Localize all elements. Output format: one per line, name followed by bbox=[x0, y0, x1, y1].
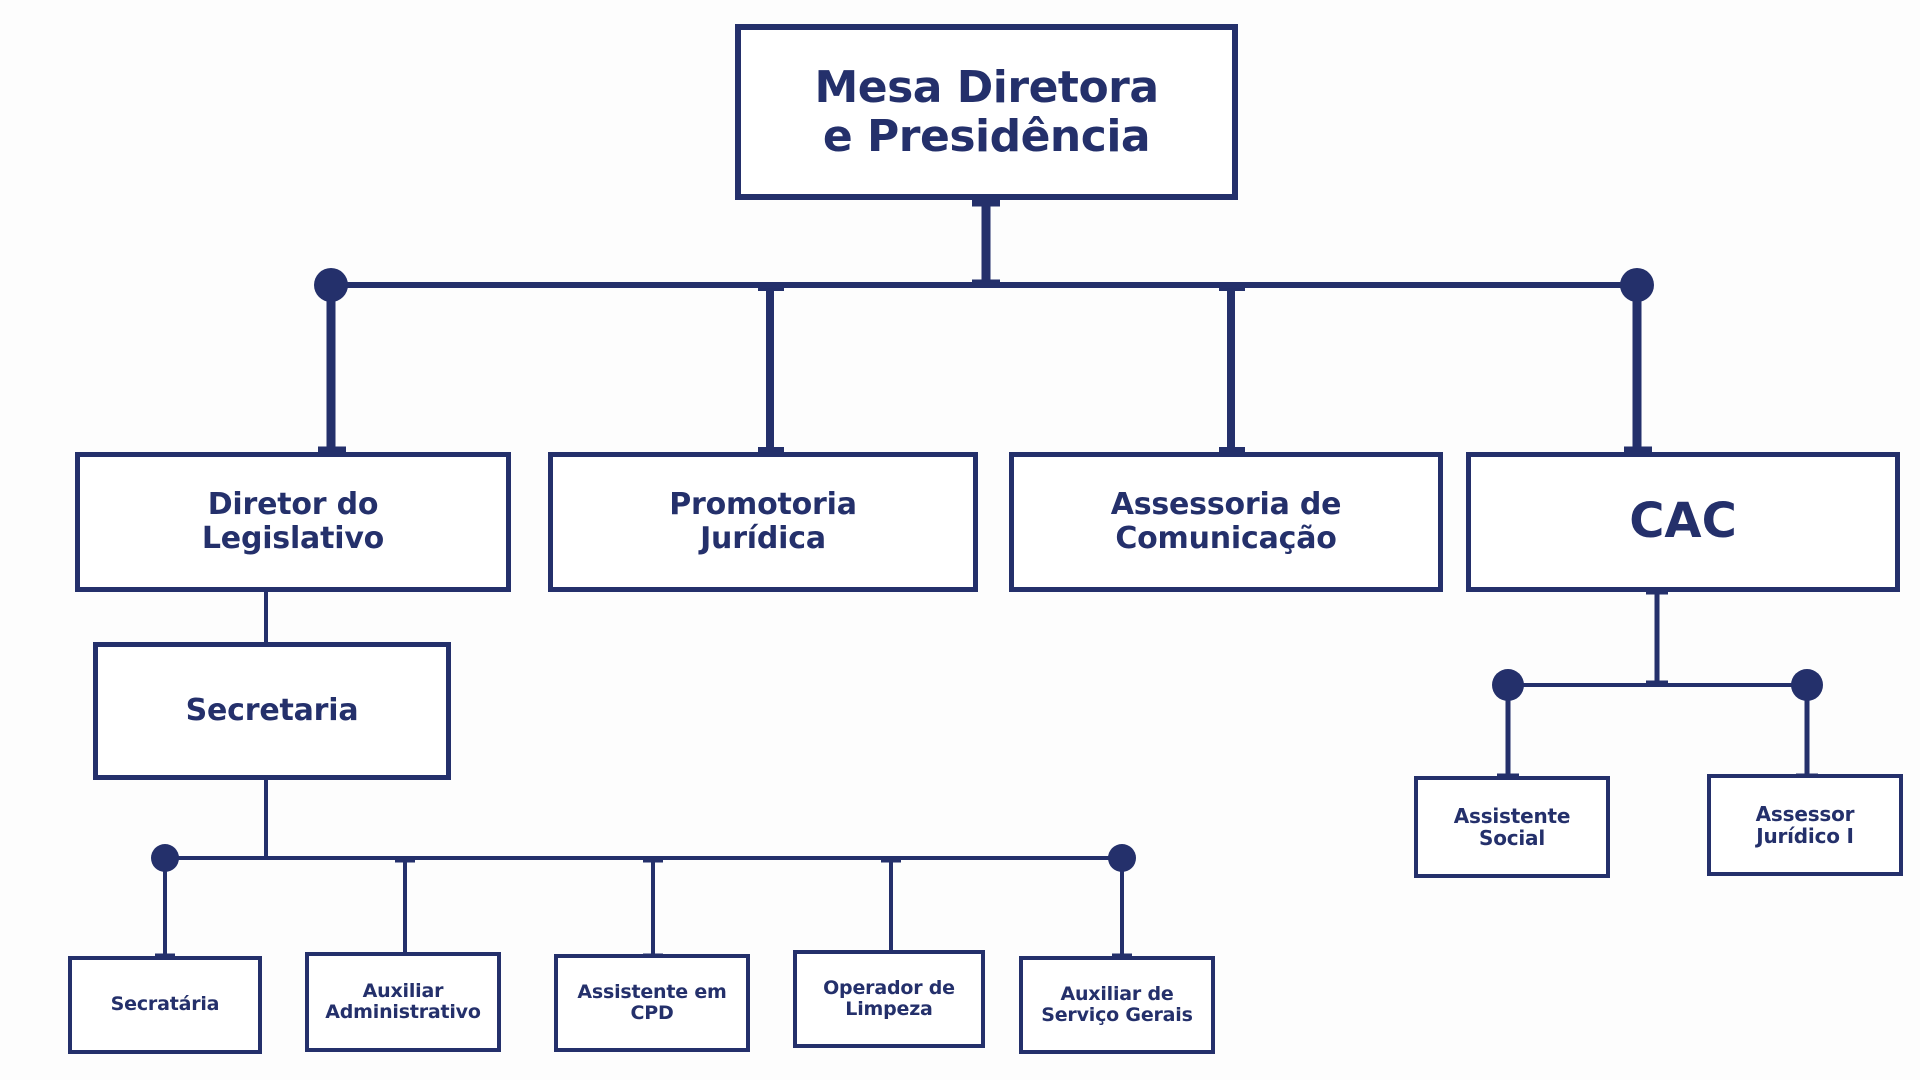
connector-dot-cac-left bbox=[1492, 669, 1524, 701]
node-cac[interactable]: CAC bbox=[1466, 452, 1900, 592]
node-assessoria-de-comunicacao[interactable]: Assessoria de Comunicação bbox=[1009, 452, 1443, 592]
node-secretaria[interactable]: Secretaria bbox=[93, 642, 451, 780]
node-assessor-juridico-i[interactable]: Assessor Jurídico I bbox=[1707, 774, 1903, 876]
node-assistente-em-cpd[interactable]: Assistente em CPD bbox=[554, 954, 750, 1052]
node-diretor-do-legislativo[interactable]: Diretor do Legislativo bbox=[75, 452, 511, 592]
node-auxiliar-de-servico-gerais[interactable]: Auxiliar de Serviço Gerais bbox=[1019, 956, 1215, 1054]
connector-dot-secretaria-left bbox=[151, 844, 179, 872]
connector-dot-left bbox=[314, 268, 348, 302]
node-auxiliar-administrativo[interactable]: Auxiliar Administrativo bbox=[305, 952, 501, 1052]
node-promotoria-juridica[interactable]: Promotoria Jurídica bbox=[548, 452, 978, 592]
connector-dot-secretaria-right bbox=[1108, 844, 1136, 872]
node-operador-de-limpeza[interactable]: Operador de Limpeza bbox=[793, 950, 985, 1048]
node-assistente-social[interactable]: Assistente Social bbox=[1414, 776, 1610, 878]
connector-dot-cac-right bbox=[1791, 669, 1823, 701]
connector-dot-right bbox=[1620, 268, 1654, 302]
node-secratria[interactable]: Secratária bbox=[68, 956, 262, 1054]
node-mesa-diretora-presidencia[interactable]: Mesa Diretora e Presidência bbox=[735, 24, 1238, 200]
